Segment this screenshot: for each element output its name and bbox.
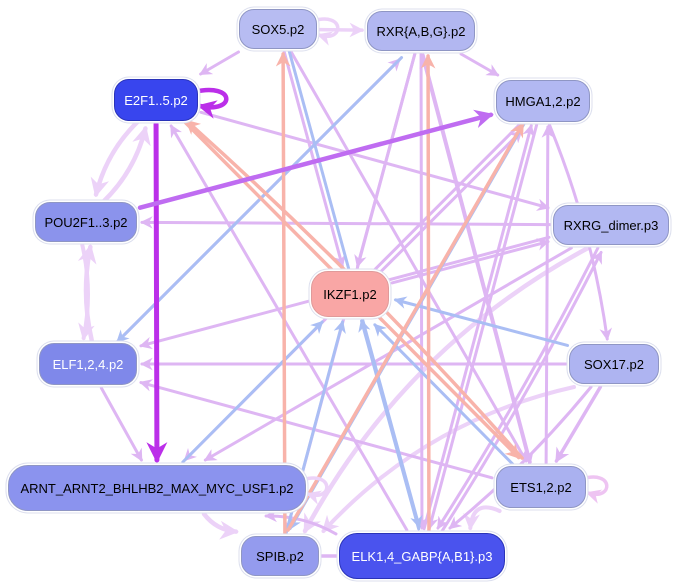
node-elf[interactable]: ELF1,2,4.p2	[39, 343, 137, 385]
node-pou2f[interactable]: POU2F1..3.p2	[35, 202, 137, 242]
edge-sox17-spib	[321, 385, 576, 533]
edge-sox5-e2f1	[199, 50, 240, 76]
edge-ikzf1-rxrg	[390, 238, 550, 285]
edge-rxrg-elk	[436, 246, 600, 530]
node-elk[interactable]: ELK1,4_GABP{A,B1}.p3	[339, 533, 505, 579]
edge-sox5-ikzf1	[282, 50, 346, 268]
edge-sox5-ets	[289, 50, 528, 463]
node-label-hmga: HMGA1,2.p2	[505, 93, 581, 109]
edge-rxrg-spib	[302, 245, 591, 534]
node-label-e2f1: E2F1..5.p2	[124, 92, 188, 108]
edge-e2f1-rxrg	[199, 110, 550, 211]
edge-rxr-elk	[415, 52, 429, 530]
node-e2f1[interactable]: E2F1..5.p2	[114, 79, 198, 121]
edge-pou2f-hmga	[137, 109, 494, 210]
node-hmga[interactable]: HMGA1,2.p2	[496, 80, 590, 122]
node-label-ets: ETS1,2.p2	[510, 479, 572, 495]
edge-rxr-elf	[116, 56, 404, 344]
node-sox17[interactable]: SOX17.p2	[569, 344, 659, 384]
node-ets[interactable]: ETS1,2.p2	[496, 466, 586, 508]
node-spib[interactable]: SPIB.p2	[241, 536, 319, 576]
edge-e2f1-pou2f	[90, 119, 141, 198]
node-label-pou2f: POU2F1..3.p2	[44, 214, 128, 230]
node-rxrg[interactable]: RXRG_dimer.p3	[553, 205, 669, 245]
node-label-elk: ELK1,4_GABP{A,B1}.p3	[351, 548, 493, 564]
node-ikzf1[interactable]: IKZF1.p2	[311, 271, 389, 317]
node-label-arnt: ARNT_ARNT2_BHLHB2_MAX_MYC_USF1.p2	[20, 480, 294, 496]
edge-ets-hmga	[541, 125, 555, 465]
edge-elf-arnt	[99, 386, 143, 462]
edge-rxrg-pou2f	[140, 216, 552, 229]
edge-elk-hmga	[422, 123, 535, 531]
edge-ets-rxr	[419, 55, 532, 466]
edge-elk-rxr	[420, 53, 436, 532]
edge-arnt-ikzf1	[181, 320, 324, 464]
node-label-sox17: SOX17.p2	[584, 356, 644, 372]
self-loop-arnt	[300, 476, 329, 505]
node-label-spib: SPIB.p2	[256, 548, 304, 564]
node-label-elf: ELF1,2,4.p2	[52, 356, 124, 372]
edge-e2f1-arnt	[146, 121, 168, 464]
node-rxr[interactable]: RXR{A,B,G}.p2	[367, 11, 475, 51]
edge-pou2f-e2f1	[101, 125, 151, 204]
self-loop-sox5	[311, 17, 340, 46]
edge-sox5-rxr	[318, 22, 365, 38]
node-arnt[interactable]: ARNT_ARNT2_BHLHB2_MAX_MYC_USF1.p2	[8, 465, 306, 511]
node-label-ikzf1: IKZF1.p2	[323, 286, 377, 302]
edge-spib-sox5	[275, 51, 291, 535]
edge-elk-arnt	[264, 509, 338, 536]
self-loop-e2f1	[191, 87, 229, 119]
edge-ets-ikzf1	[373, 323, 516, 468]
node-label-rxrg: RXRG_dimer.p3	[563, 217, 659, 233]
edge-rxr-hmga	[459, 52, 500, 77]
edge-ets-elk	[463, 505, 502, 531]
edge-ets-elf	[139, 379, 494, 480]
edge-spib-hmga	[286, 122, 525, 532]
edge-sox17-ets	[554, 385, 603, 463]
node-label-rxr: RXR{A,B,G}.p2	[376, 23, 466, 39]
edge-arnt-spib	[201, 511, 239, 540]
edge-hmga-elk	[426, 123, 539, 530]
self-loop-ets	[580, 475, 609, 504]
node-sox5[interactable]: SOX5.p2	[239, 9, 317, 49]
edge-sox17-ikzf1	[393, 296, 570, 347]
edge-pou2f-elf	[78, 243, 95, 341]
edge-elk-rxrg	[439, 250, 603, 534]
node-label-sox5: SOX5.p2	[251, 21, 305, 37]
edge-elk-e2f1	[169, 124, 409, 532]
